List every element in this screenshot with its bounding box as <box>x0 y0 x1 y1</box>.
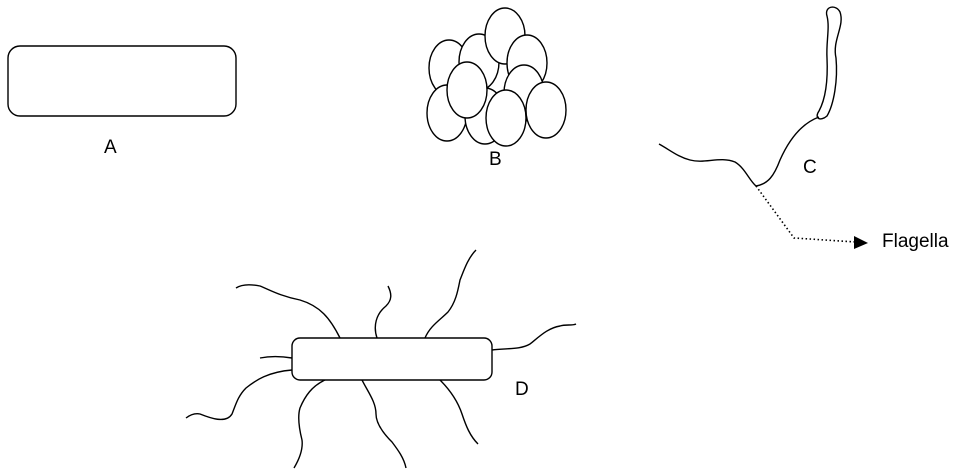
flagellum <box>185 369 293 421</box>
cell-d-rod <box>291 337 493 381</box>
label-a: A <box>104 137 117 158</box>
flagellum <box>491 323 577 351</box>
flagella-arrowhead <box>854 236 868 249</box>
flagellum <box>259 355 293 359</box>
coccus <box>446 61 488 119</box>
label-b: B <box>489 149 502 170</box>
flagellum <box>374 285 392 339</box>
label-c: C <box>803 157 817 178</box>
flagellum <box>424 249 477 339</box>
cell-c-spiral-body <box>816 6 842 120</box>
label-flagella: Flagella <box>882 231 949 252</box>
cell-b-coccus-cluster <box>426 7 567 147</box>
coccus <box>485 89 527 147</box>
cell-d-flagella <box>185 249 577 469</box>
cell-c-flagellum <box>658 116 820 187</box>
cell-a-rod <box>7 45 237 117</box>
flagellum <box>361 379 407 469</box>
flagella-pointer-line <box>755 185 857 243</box>
flagellum <box>235 283 341 339</box>
label-d: D <box>515 379 529 400</box>
flagellum <box>293 379 326 469</box>
coccus <box>525 81 567 139</box>
flagellum <box>439 379 479 445</box>
